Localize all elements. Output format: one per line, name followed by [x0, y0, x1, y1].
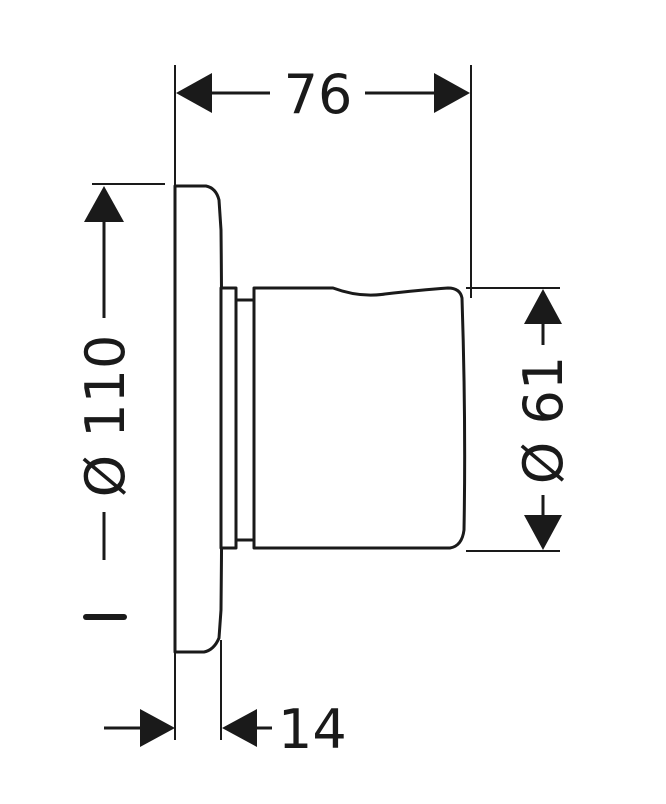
arrowhead-up-61 — [524, 289, 562, 324]
collar — [219, 286, 238, 550]
handle-knob — [252, 286, 467, 550]
dimension-label-14: 14 — [278, 698, 347, 761]
dimension-label-76: 76 — [284, 63, 353, 126]
dimension-diameter-61: Ø 61 — [466, 287, 575, 552]
dimension-14: 14 — [104, 640, 347, 761]
valve-part — [173, 184, 467, 654]
arrowhead-left-76 — [176, 73, 212, 113]
arrowhead-left-14 — [222, 709, 257, 747]
arrowhead-right-14 — [140, 709, 175, 747]
wall-plate — [173, 184, 224, 654]
dimension-76: 76 — [174, 63, 472, 298]
dimension-label-diameter-61: Ø 61 — [512, 356, 575, 484]
arrowhead-down-61 — [524, 515, 562, 550]
dimension-label-diameter-110: Ø 110 — [74, 335, 137, 498]
dimension-diameter-110: Ø 110 — [74, 183, 165, 620]
arrowhead-up-110 — [84, 186, 124, 222]
arrowhead-right-76 — [434, 73, 470, 113]
collar-inner — [234, 298, 256, 542]
